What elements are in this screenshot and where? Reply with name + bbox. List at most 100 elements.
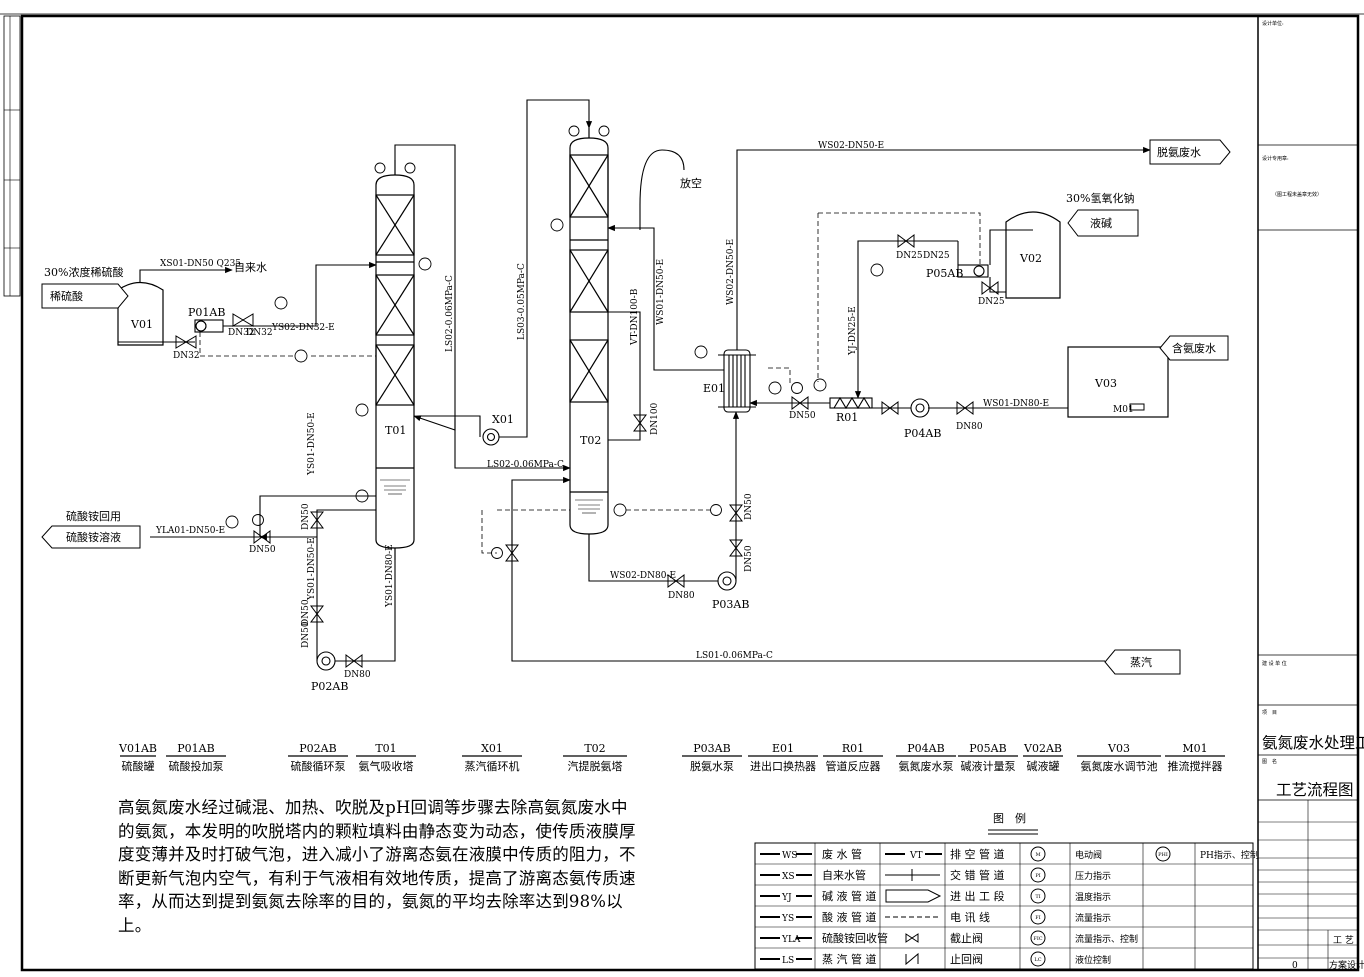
equipment-name: 推流搅拌器 (1168, 759, 1223, 773)
size-dn25a: DN25 (896, 251, 923, 261)
equipment-name: 汽提脱氨塔 (568, 759, 623, 773)
p05ab-label: P05AB (926, 267, 963, 280)
pipe-yj01: YJ-DN25-E (848, 306, 858, 356)
pipe-ys01c: YS01-DN80-E (385, 544, 395, 608)
pump-p05ab (957, 264, 989, 278)
stream-naoh: 30%氢氧化钠 (1066, 191, 1134, 205)
project-name: 氨氮废水处理工程 (1262, 734, 1364, 752)
equipment-name: 硫酸投加泵 (169, 759, 224, 773)
valves (175, 234, 999, 668)
pump-p03ab (717, 571, 737, 591)
size-dn80a: DN80 (344, 670, 371, 680)
legend-title: 图 例 (993, 811, 1026, 825)
tower-t01 (375, 160, 415, 560)
size-dn50a: DN50 (249, 545, 276, 555)
legend-code: LS (782, 956, 794, 966)
instrument-bubbles (225, 125, 884, 529)
legend-name: 酸 液 管 道 (822, 910, 877, 924)
svg-text:项 目: 项 目 (1262, 710, 1277, 716)
legend-code: XS (782, 872, 795, 882)
equipment-tag: P02AB (299, 742, 336, 755)
pipe-ys02a: YS02-DN32-E (271, 323, 335, 333)
legend-inst-name: 压力指示 (1075, 870, 1111, 882)
p02ab-label: P02AB (311, 680, 348, 693)
equipment-tag: M01 (1182, 742, 1207, 755)
svg-text:设计单位:: 设计单位: (1262, 20, 1284, 27)
legend-code: YS (781, 914, 794, 924)
control-signal-lines (199, 212, 981, 554)
size-dn80c: DN80 (956, 422, 983, 432)
t01-label: T01 (385, 424, 406, 437)
legend-inst-code: FIC (1033, 936, 1042, 942)
stage-name: 工 艺 (1333, 935, 1354, 946)
v01-label: V01 (130, 318, 153, 331)
equipment-name: 碱液罐 (1027, 759, 1060, 773)
size-dn80b: DN80 (668, 591, 695, 601)
pipe-ls02b: LS02-0.06MPa-C (487, 460, 564, 470)
r01-label: R01 (836, 411, 858, 424)
pipe-ys01b: YS01-DN50-E (307, 537, 317, 601)
process-description: 高氨氮废水经过碱混、加热、吹脱及pH回调等步骤去除高氨氮废水中的氨氮，本发明的吹… (118, 798, 636, 935)
stream-vent: 放空 (680, 176, 702, 190)
legend-inst-name: 温度指示 (1075, 891, 1111, 903)
legend-instrument-bubble (1030, 951, 1046, 967)
pipe-ws02b: WS02-DN50-E (726, 239, 736, 305)
drawing-name: 工艺流程图 (1276, 781, 1354, 799)
rev-number: 0 (1292, 961, 1298, 971)
pipe-yla01: YLA01-DN50-E (155, 526, 225, 536)
equipment-tag: P03AB (693, 742, 730, 755)
legend-globe-valve-swatch (905, 933, 919, 943)
legend-inst-name: 流量指示 (1075, 912, 1111, 924)
equipment-name: 碱液计量泵 (961, 759, 1016, 773)
legend-inst-code: PI (1035, 873, 1040, 879)
legend-extra-name: PH指示、控制 (1200, 849, 1259, 861)
equipment-name: 蒸汽循环机 (465, 759, 520, 773)
size-dn25c: DN25 (978, 297, 1005, 307)
pipe-ys01a: YS01-DN50-E (307, 412, 317, 476)
legend-sym-name: 进 出 工 段 (950, 889, 1005, 903)
v02-label: V02 (1019, 252, 1042, 265)
legend-name: 蒸 汽 管 道 (822, 952, 877, 966)
reactor-r01 (829, 396, 873, 410)
legend-instrument-bubble (1155, 846, 1171, 862)
legend-sym-name: 电 讯 线 (950, 910, 990, 924)
legend-sym: VT (909, 851, 923, 861)
size-dn32c: DN32 (246, 328, 273, 338)
mixer-m01 (1129, 403, 1145, 411)
size-dn32a: DN32 (173, 351, 200, 361)
pipe-ws02a: WS02-DN50-E (818, 141, 884, 151)
x01-label: X01 (492, 413, 514, 426)
equipment-tag: R01 (842, 742, 864, 755)
equipment-name: 硫酸循环泵 (291, 759, 346, 773)
legend-sym-name: 止回阀 (950, 952, 983, 966)
size-dn50e: DN50 (789, 411, 816, 421)
svg-text:图 名: 图 名 (1262, 758, 1277, 765)
equipment-tag: P05AB (969, 742, 1006, 755)
pipe-ws02c: WS02-DN80-E (610, 571, 676, 581)
legend-sym-name: 排 空 管 道 (950, 847, 1005, 861)
equipment-name: 氨氮废水调节池 (1081, 759, 1158, 773)
size-dn50b: DN50 (301, 503, 311, 530)
stream-deammonia: 脱氨废水 (1157, 145, 1201, 159)
stream-acid: 稀硫酸 (50, 289, 83, 303)
drawing-frame (0, 13, 1364, 972)
size-dn100: DN100 (650, 402, 660, 435)
legend-instrument-bubble (1030, 930, 1046, 946)
p01ab-label: P01AB (188, 306, 225, 319)
legend-name: 废 水 管 (822, 847, 862, 861)
equipment-tag: P01AB (177, 742, 214, 755)
stream-as-solution: 硫酸铵溶液 (66, 530, 121, 544)
legend-instrument-bubble (1030, 867, 1046, 883)
equipment-tag: E01 (772, 742, 794, 755)
size-dn50f: DN50 (744, 493, 754, 520)
legend-code: WS (782, 851, 797, 861)
equipment-name: 氨气吸收塔 (359, 759, 414, 773)
legend-inst-code: TI (1035, 894, 1040, 900)
size-dn25b: DN25 (923, 251, 950, 261)
legend-inst-name: 电动阀 (1075, 849, 1102, 861)
size-dn50c: DN50 (301, 621, 311, 648)
legend-inst-code: FI (1035, 915, 1040, 921)
equipment-name: 氨氮废水泵 (899, 759, 954, 773)
